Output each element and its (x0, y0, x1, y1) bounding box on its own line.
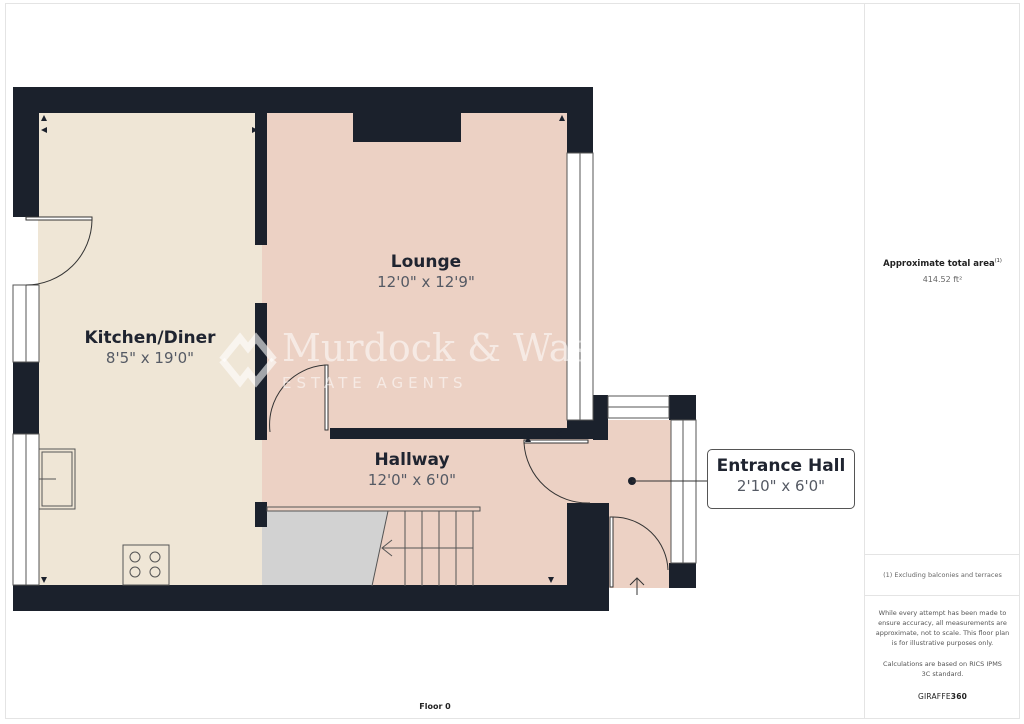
watermark-name: Murdock & Was (282, 326, 591, 370)
dimension-markers (41, 115, 565, 583)
doors (25, 216, 669, 588)
watermark-subtitle: ESTATE AGENTS (282, 374, 468, 392)
room-dimensions: 8'5" x 19'0" (105, 349, 195, 367)
area-title-text: Approximate total area (883, 258, 995, 269)
watermark-logo-icon (219, 332, 277, 388)
room-name: Kitchen/Diner (84, 328, 216, 348)
watermark: Murdock & Was ESTATE AGENTS (218, 326, 591, 394)
calculation-note: Calculations are based on RICS IPMS 3C s… (883, 660, 1002, 678)
floor-label: Floor 0 (419, 702, 451, 711)
brand-prefix: GIRAFFE (917, 692, 951, 701)
kitchen-fixtures (38, 448, 170, 586)
disclaimer-text: While every attempt has been made to ens… (875, 609, 1010, 647)
room-entrance-hall-callout: Entrance Hall 2'10" x 6'0" (707, 449, 855, 509)
floor-plan (12, 87, 707, 611)
stairs (266, 506, 481, 587)
room-kitchen-diner: Kitchen/Diner 8'5" x 19'0" (60, 328, 240, 368)
room-dimensions: 12'0" x 6'0" (367, 471, 457, 489)
room-hallway: Hallway 12'0" x 6'0" (322, 450, 502, 490)
walls (13, 87, 696, 611)
room-dimensions: 12'0" x 12'9" (377, 273, 475, 291)
lounge-floor (262, 112, 568, 428)
footnote-box: (1) Excluding balconies and terraces (865, 554, 1020, 596)
brand-suffix: 360 (950, 692, 968, 701)
room-lounge: Lounge 12'0" x 12'9" (336, 252, 516, 292)
info-sidebar: Approximate total area(1) 414.52 ft² (1)… (864, 3, 1020, 719)
room-dimensions: 2'10" x 6'0" (736, 477, 826, 495)
room-name: Lounge (390, 252, 462, 272)
room-name: Hallway (374, 450, 450, 470)
brand-logo: GIRAFFE360 (865, 692, 1020, 701)
windows (12, 152, 697, 586)
area-footnote-marker: (1) (994, 258, 1002, 264)
under-stairs (262, 510, 388, 586)
room-name: Entrance Hall (716, 456, 846, 476)
entrance-arrow-icon (629, 577, 645, 595)
area-value: 414.52 ft² (922, 275, 963, 284)
area-title: Approximate total area(1) (865, 258, 1020, 269)
page-frame (5, 3, 1020, 719)
footnote-text: (1) Excluding balconies and terraces (883, 571, 1002, 579)
